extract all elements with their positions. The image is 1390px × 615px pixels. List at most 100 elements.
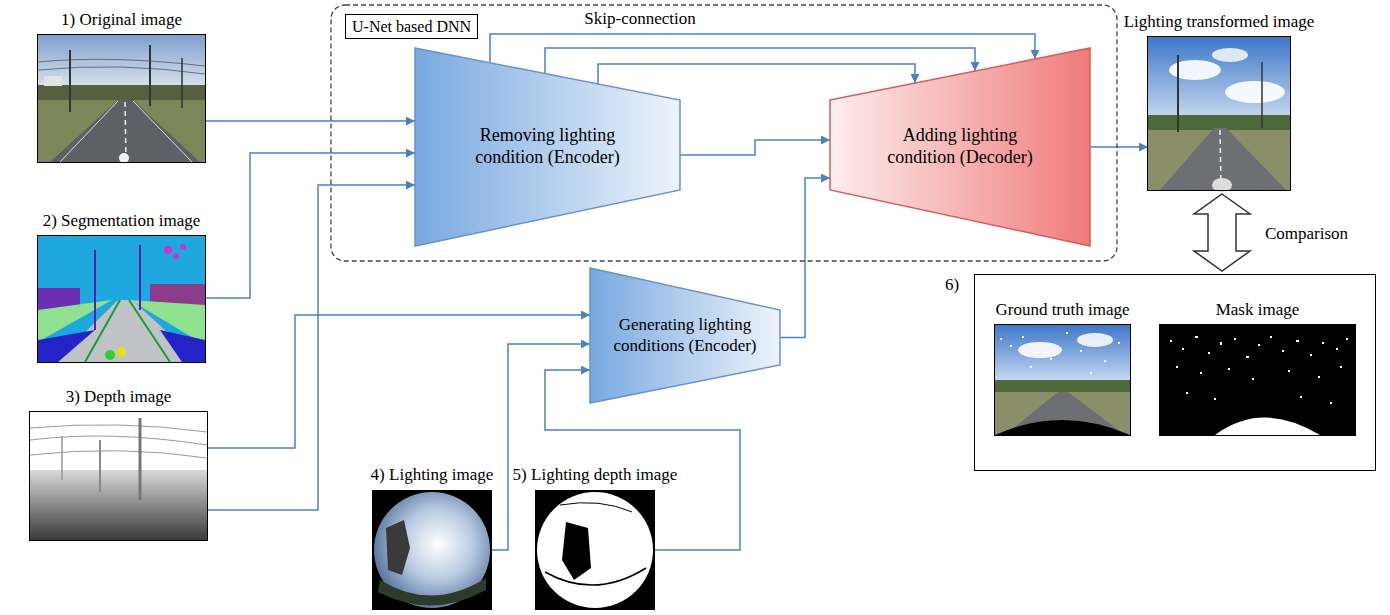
image-caption: Ground truth image: [995, 300, 1129, 319]
caption-holder: Lighting transformed image: [1124, 12, 1315, 32]
callout-number: 6): [945, 275, 959, 294]
lighting-fisheye: [386, 520, 410, 575]
transformed-photo: [1177, 55, 1179, 132]
depth-picture: [30, 412, 207, 540]
lighting-depth-fisheye: [537, 492, 653, 608]
transformed-photo: [1148, 115, 1290, 130]
decoder-trapezoid: Adding lighting condition (Decoder): [830, 48, 1090, 246]
region-title-box: U-Net based DNN: [345, 14, 478, 39]
fisheye-image: 4) Lighting image: [372, 490, 492, 610]
mask-picture: [1160, 325, 1355, 435]
trapezoid-outline: [415, 48, 680, 246]
ground-truth-photo: [995, 325, 1130, 435]
connector: [545, 370, 740, 550]
segmentation-picture: [94, 250, 96, 330]
caption-holder: 4) Lighting image: [371, 465, 494, 485]
caption-holder: Ground truth image: [995, 300, 1129, 320]
depth-picture: [61, 436, 63, 480]
original-photo: [44, 76, 62, 86]
encoder-trapezoid: Removing lighting condition (Encoder): [415, 48, 680, 246]
ground-truth-photo: [1000, 332, 1120, 374]
image-caption: Lighting transformed image: [1124, 12, 1315, 31]
original-photo: [125, 102, 126, 160]
original-photo: [50, 100, 200, 162]
transformed-photo: [1212, 178, 1232, 192]
transformed-photo: [1148, 37, 1290, 127]
mask-picture: [1160, 325, 1355, 435]
lighting-fisheye: [378, 578, 486, 606]
caption-holder: 2) Segmentation image: [43, 211, 201, 231]
image-caption: 3) Depth image: [66, 387, 172, 406]
image-frame: Lighting transformed image: [1148, 37, 1290, 190]
image-caption: 4) Lighting image: [371, 465, 494, 484]
depth-picture: [139, 418, 142, 500]
segmentation-picture: [105, 350, 115, 360]
original-photo: [38, 100, 205, 162]
ground-truth-photo: [995, 325, 1130, 387]
ground-truth-photo: [1018, 342, 1062, 358]
image-frame: 2) Segmentation image: [38, 236, 205, 362]
segmentation-picture: [38, 236, 205, 362]
transformed-photo: [1148, 37, 1290, 192]
caption-holder: 5) Lighting depth image: [513, 465, 678, 485]
connector: [205, 153, 415, 298]
lighting-fisheye: [372, 490, 492, 610]
connector: [545, 48, 975, 74]
segmentation-picture: [164, 246, 172, 254]
connector: [1090, 146, 1148, 148]
edge-label-box: Skip-connection: [581, 9, 698, 29]
edge-label-box: Comparison: [1262, 224, 1351, 244]
dnn-region: U-Net based DNN Removing lighting conditi…: [330, 4, 1118, 262]
output-panel: 6)Ground truth imageMask image: [975, 275, 1375, 470]
connector: [598, 64, 915, 84]
lighting-depth-fisheye: [535, 490, 655, 610]
edge-label: Skip-connection: [584, 9, 695, 28]
image-frame: 3) Depth image: [30, 412, 207, 540]
image-frame: 1) Original image: [38, 35, 205, 162]
original-photo: [38, 85, 205, 101]
ground-truth-photo: [1077, 333, 1113, 347]
depth-picture: [30, 425, 207, 458]
transformed-photo: [1220, 130, 1221, 186]
transformed-photo: [1225, 81, 1285, 103]
segmentation-picture: [38, 330, 95, 362]
panel-number-holder: 6): [945, 275, 959, 295]
image-frame: Ground truth image: [995, 325, 1130, 435]
connector: [780, 178, 830, 338]
segmentation-picture: [173, 253, 179, 259]
segmentation-picture: [85, 300, 120, 362]
image-caption: 5) Lighting depth image: [513, 465, 678, 484]
trapezoid-outline: [830, 48, 1090, 246]
segmentation-picture: [129, 300, 170, 362]
lighting-depth-fisheye: [560, 503, 632, 512]
block-arrow: [1194, 194, 1250, 271]
mask-picture: [1170, 336, 1348, 404]
segmentation-picture: [139, 245, 141, 310]
connector: [680, 140, 830, 155]
fisheye-image: 5) Lighting depth image: [535, 490, 655, 610]
segmentation-picture: [116, 347, 126, 357]
connector: [207, 185, 415, 510]
encoder-trapezoid: Generating lighting conditions (Encoder): [590, 268, 780, 403]
lighting-depth-fisheye: [535, 490, 655, 610]
shape-label: Generating lighting conditions (Encoder): [603, 315, 768, 356]
image-caption: 2) Segmentation image: [43, 211, 201, 230]
ground-truth-photo: [995, 420, 1130, 435]
segmentation-picture: [180, 244, 186, 250]
ground-truth-photo: [995, 392, 1130, 435]
trapezoid-outline: [590, 268, 780, 403]
lighting-fisheye: [372, 490, 492, 610]
original-photo: [60, 101, 118, 162]
depth-picture: [99, 440, 101, 492]
original-photo: [119, 153, 129, 163]
depth-picture: [30, 412, 207, 540]
lighting-fisheye: [374, 492, 490, 608]
connector: [492, 344, 590, 550]
original-photo: [181, 58, 183, 108]
mask-picture: [1215, 418, 1320, 436]
lighting-depth-fisheye: [545, 568, 646, 585]
transformed-photo: [1212, 48, 1248, 62]
connector: [205, 120, 415, 122]
original-photo: [38, 35, 205, 163]
